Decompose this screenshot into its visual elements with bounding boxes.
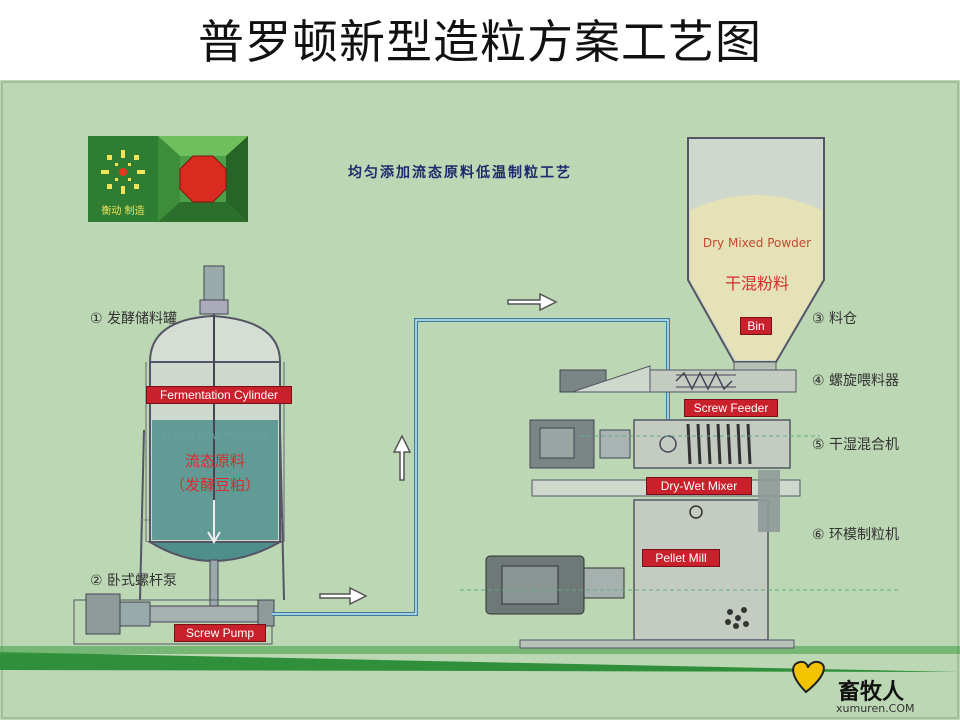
step-4-label: ④ 螺旋喂料器 bbox=[812, 373, 900, 389]
step-5-label: ⑤ 干湿混合机 bbox=[812, 437, 900, 453]
tank-chinese-sub-label: （发酵豆粕） bbox=[169, 476, 260, 494]
bin-label: Bin bbox=[740, 317, 772, 335]
process-diagram: 均匀添加流态原料低温制粒工艺 衡动 制造 Liquid Raw Material… bbox=[0, 80, 960, 720]
screw-feeder-label: Screw Feeder bbox=[684, 399, 778, 417]
pellet-mill-label: Pellet Mill bbox=[642, 549, 720, 567]
hopper-chinese-label: 干混粉料 bbox=[724, 274, 789, 293]
xumuren-logo-icon bbox=[792, 660, 825, 694]
step-2-label: ② 卧式螺杆泵 bbox=[90, 573, 178, 589]
hopper-english-label: Dry Mixed Powder bbox=[702, 236, 812, 250]
feed-bin bbox=[687, 137, 825, 373]
pellet-mill-machine bbox=[485, 470, 795, 649]
screw-feeder-machine bbox=[559, 365, 797, 393]
tank-chinese-label: 流态原料 bbox=[184, 452, 245, 470]
step-1-label: ① 发酵储料罐 bbox=[90, 311, 178, 327]
logo-caption: 衡动 制造 bbox=[101, 206, 145, 217]
screw-pump bbox=[73, 593, 275, 645]
step-6-label: ⑥ 环模制粒机 bbox=[812, 527, 900, 543]
ground-strip bbox=[0, 652, 960, 672]
dry-wet-mixer-label: Dry-Wet Mixer bbox=[646, 477, 752, 495]
diagram-canvas bbox=[0, 80, 960, 720]
fermentation-tank bbox=[139, 265, 285, 609]
fermentation-cylinder-label: Fermentation Cylinder bbox=[146, 386, 292, 404]
dry-wet-mixer-machine bbox=[529, 419, 801, 497]
diagram-subtitle: 均匀添加流态原料低温制粒工艺 bbox=[348, 165, 572, 181]
step-3-label: ③ 料仓 bbox=[812, 311, 858, 327]
watermark-site: xumuren.COM bbox=[836, 702, 915, 715]
screw-pump-label: Screw Pump bbox=[174, 624, 266, 642]
company-logo bbox=[88, 136, 248, 222]
tank-english-label: Liquid Raw Material bbox=[161, 429, 269, 442]
page-title: 普罗顿新型造粒方案工艺图 bbox=[198, 15, 762, 69]
watermark-brand: 畜牧人 bbox=[838, 680, 905, 705]
